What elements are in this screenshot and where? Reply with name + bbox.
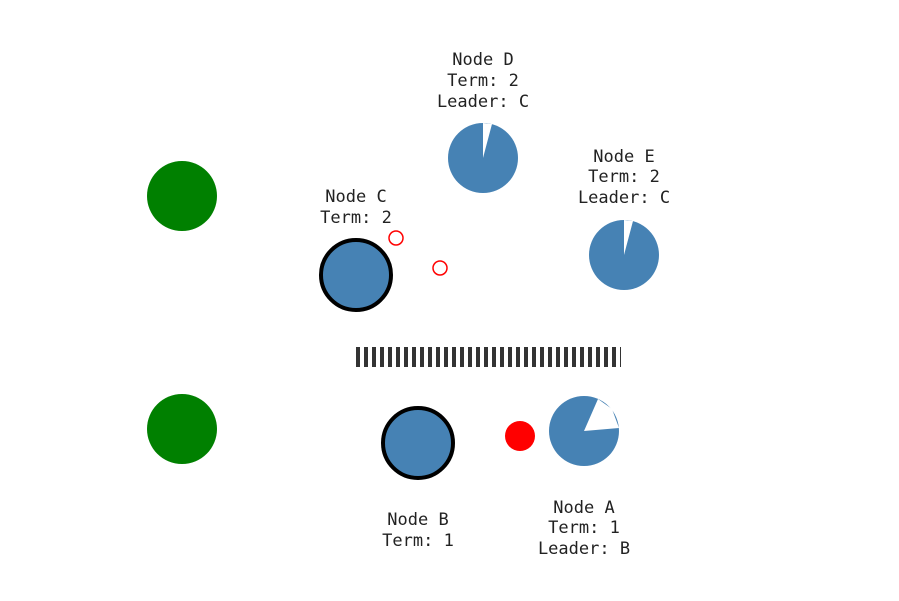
node-a-timeout-notch — [584, 399, 619, 431]
message-b-to-a[interactable] — [505, 421, 535, 451]
node-c-term: Term: 2 — [320, 208, 392, 228]
node-b-name: Node B — [387, 510, 448, 530]
node-c[interactable]: Node C Term: 2 — [319, 187, 393, 312]
node-b-term: Term: 1 — [382, 531, 454, 551]
partition-side-marker-top[interactable] — [147, 161, 217, 231]
node-a-leader: Leader: B — [538, 539, 630, 559]
node-e[interactable]: Node E Term: 2 Leader: C — [578, 147, 670, 290]
node-d-name: Node D — [452, 50, 513, 70]
node-c-circle[interactable] — [319, 238, 393, 312]
message-c-to-d[interactable] — [388, 230, 404, 246]
node-d-leader: Leader: C — [437, 92, 529, 112]
node-e-term: Term: 2 — [588, 167, 660, 187]
node-b-circle[interactable] — [381, 406, 455, 480]
node-d-timeout-notch — [483, 123, 492, 158]
message-c-to-e[interactable] — [432, 260, 448, 276]
node-a-name: Node A — [553, 498, 614, 518]
node-d-term: Term: 2 — [447, 71, 519, 91]
node-d[interactable]: Node D Term: 2 Leader: C — [437, 50, 529, 193]
node-e-timeout-notch — [624, 220, 633, 255]
node-c-name: Node C — [325, 187, 386, 207]
node-e-leader: Leader: C — [578, 188, 670, 208]
node-a-term: Term: 1 — [548, 518, 620, 538]
partition-side-marker-bottom[interactable] — [147, 394, 217, 464]
node-b[interactable]: Node B Term: 1 — [381, 406, 455, 551]
node-e-name: Node E — [593, 147, 654, 167]
node-a[interactable]: Node A Term: 1 Leader: B — [538, 396, 630, 559]
